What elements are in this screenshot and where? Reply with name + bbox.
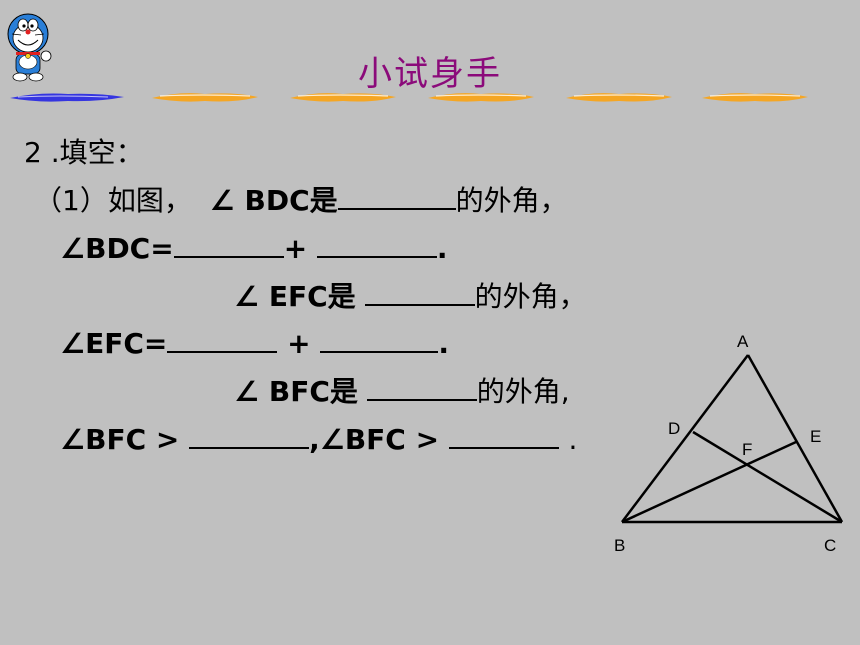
problem-line-6: ∠BFC > ,∠BFC > .	[60, 421, 577, 457]
label-d: D	[668, 419, 680, 438]
brush-stroke-divider	[428, 93, 534, 102]
blank-bdc-term1[interactable]	[173, 230, 284, 258]
period: .	[436, 232, 448, 265]
blank-efc-term1[interactable]	[167, 325, 278, 353]
segment-ab	[621, 354, 749, 523]
ext-angle-text: 的外角,	[476, 375, 570, 408]
angle-efc-label: ∠ EFC是	[234, 280, 356, 313]
plus-sign: +	[283, 232, 308, 265]
blank-efc-triangle[interactable]	[364, 278, 475, 306]
problem-line-4: ∠EFC= + .	[60, 325, 449, 361]
problem-heading: 2 .填空：	[24, 136, 144, 169]
doraemon-icon	[7, 13, 52, 82]
triangle-figure: A B C D E F	[614, 332, 844, 555]
blank-bdc-term2[interactable]	[316, 230, 437, 258]
problem-line-5: ∠ BFC是 的外角,	[234, 373, 570, 409]
problem-line-2: ∠BDC= + .	[60, 230, 448, 266]
label-b: B	[614, 536, 625, 555]
label-f: F	[742, 440, 752, 459]
blank-bfc-gt2[interactable]	[448, 421, 559, 449]
segment-dc	[692, 430, 843, 524]
label-e: E	[810, 427, 821, 446]
brush-stroke-divider	[10, 93, 124, 102]
period: .	[438, 327, 449, 360]
blank-bdc-triangle[interactable]	[337, 182, 456, 210]
brush-stroke-divider	[152, 93, 258, 102]
segment-be	[621, 440, 797, 524]
brush-stroke-divider	[566, 93, 672, 102]
blank-bfc-gt1[interactable]	[189, 421, 310, 449]
bdc-eq-label: ∠BDC=	[60, 232, 174, 265]
blank-efc-term2[interactable]	[320, 325, 439, 353]
part-prefix: （1）如图，	[34, 184, 192, 217]
segment-ac	[746, 354, 844, 523]
brush-stroke-divider	[702, 93, 808, 102]
ext-angle-text: 的外角，	[474, 280, 587, 313]
plus-sign: +	[287, 327, 311, 360]
brush-stroke-divider	[290, 93, 396, 102]
ext-angle-text: 的外角，	[455, 184, 568, 217]
angle-bfc-label: ∠ BFC是	[234, 375, 358, 408]
blank-bfc-triangle[interactable]	[366, 373, 477, 401]
efc-eq-label: ∠EFC=	[60, 327, 168, 360]
label-a: A	[737, 332, 749, 351]
label-c: C	[824, 536, 836, 555]
problem-line-1: （1）如图， ∠ BDC是 的外角，	[34, 182, 568, 218]
angle-bdc-label: ∠ BDC是	[209, 184, 338, 217]
bfc-gt-label: ∠BFC >	[60, 423, 180, 456]
page-title: 小试身手	[358, 54, 502, 94]
bfc-gt-label-2: ,∠BFC >	[309, 423, 440, 456]
end-dot: .	[568, 423, 578, 456]
problem-line-3: ∠ EFC是 的外角，	[234, 278, 587, 314]
